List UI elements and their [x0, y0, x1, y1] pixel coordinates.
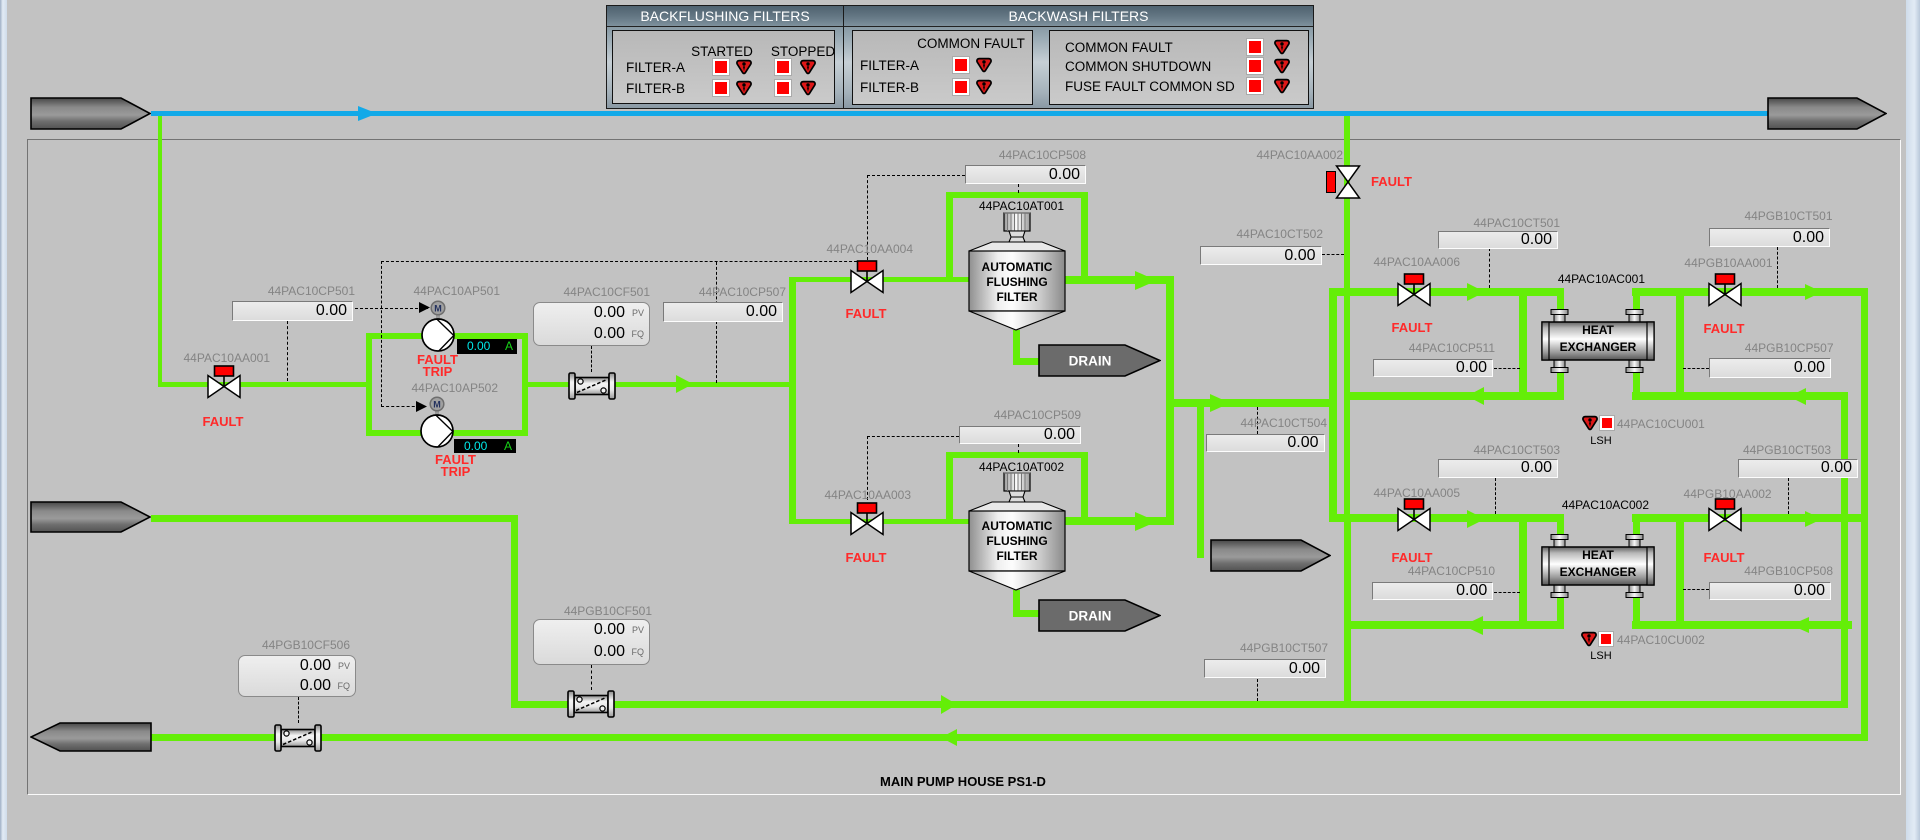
svg-text:DRAIN: DRAIN — [1069, 609, 1112, 624]
svg-text:M: M — [434, 303, 442, 313]
svg-text:DRAIN: DRAIN — [1069, 354, 1112, 369]
svg-text:M: M — [433, 400, 441, 410]
